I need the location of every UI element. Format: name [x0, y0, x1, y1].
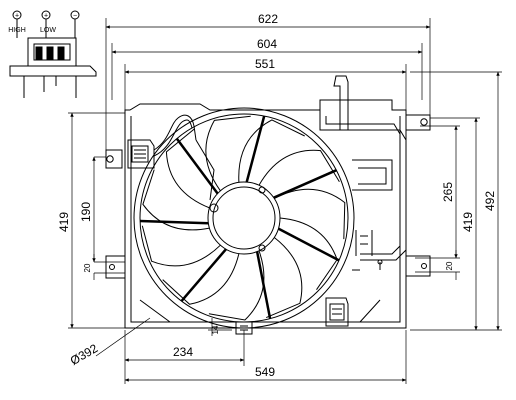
- dim-right-265: 265: [441, 182, 455, 202]
- dim-frame-width: 604: [257, 37, 277, 51]
- pin-low-label: LOW: [40, 27, 56, 34]
- dim-bottom-small: 14: [211, 325, 220, 334]
- fan-hub: [207, 181, 281, 255]
- mount-hole-left: [106, 155, 114, 163]
- fan-blade: [238, 119, 305, 183]
- left-dimension-lines: [68, 112, 125, 329]
- dim-left-small: 20: [83, 263, 92, 272]
- fan-blade: [165, 128, 210, 209]
- pin-ground-minus: −: [73, 13, 77, 20]
- motor-mount-spokes: [139, 115, 340, 319]
- motor-connector: [127, 114, 197, 169]
- right-dimension-lines: [410, 71, 502, 331]
- dim-left-offset: 234: [173, 345, 193, 359]
- motor-spoke: [175, 137, 219, 195]
- fan-blade: [266, 237, 303, 319]
- dim-bottom-width: 549: [255, 365, 275, 379]
- fan-shroud-ring: [133, 107, 355, 329]
- fan-blade: [142, 169, 210, 231]
- mount-hole-right: [420, 118, 428, 126]
- fan-blade: [141, 225, 221, 267]
- pin-low-plus: +: [44, 13, 48, 20]
- dim-right-height: 492: [483, 191, 497, 211]
- motor-spoke: [277, 227, 340, 262]
- motor-spoke: [245, 115, 266, 183]
- lower-connector: [325, 297, 349, 327]
- dim-shroud-width: 551: [255, 57, 275, 71]
- wire-harness-right: [319, 75, 407, 271]
- dim-right-small: 20: [445, 261, 454, 270]
- bottom-dimension-lines: [95, 317, 407, 384]
- fan-blades: [141, 115, 346, 321]
- motor-spoke: [273, 169, 337, 199]
- fan-blade: [162, 253, 240, 305]
- fan-blade: [258, 149, 340, 186]
- motor-spoke: [255, 251, 272, 319]
- dim-left-height: 419: [57, 212, 71, 232]
- fan-blade: [205, 115, 251, 192]
- dim-left-mid: 190: [79, 202, 93, 222]
- dim-overall-width: 622: [258, 12, 278, 26]
- pin-high-label: HIGH: [8, 27, 26, 34]
- wire-clips: [195, 139, 266, 252]
- motor-spoke: [139, 219, 209, 225]
- motor-spoke: [180, 248, 227, 302]
- dim-right-419: 419: [461, 212, 475, 232]
- connector-inset: [9, 10, 97, 98]
- top-dimension-lines: [105, 18, 431, 150]
- dim-fan-diameter: Ø392: [68, 341, 101, 368]
- fan-blade: [208, 250, 265, 321]
- pin-high-plus: +: [15, 13, 19, 20]
